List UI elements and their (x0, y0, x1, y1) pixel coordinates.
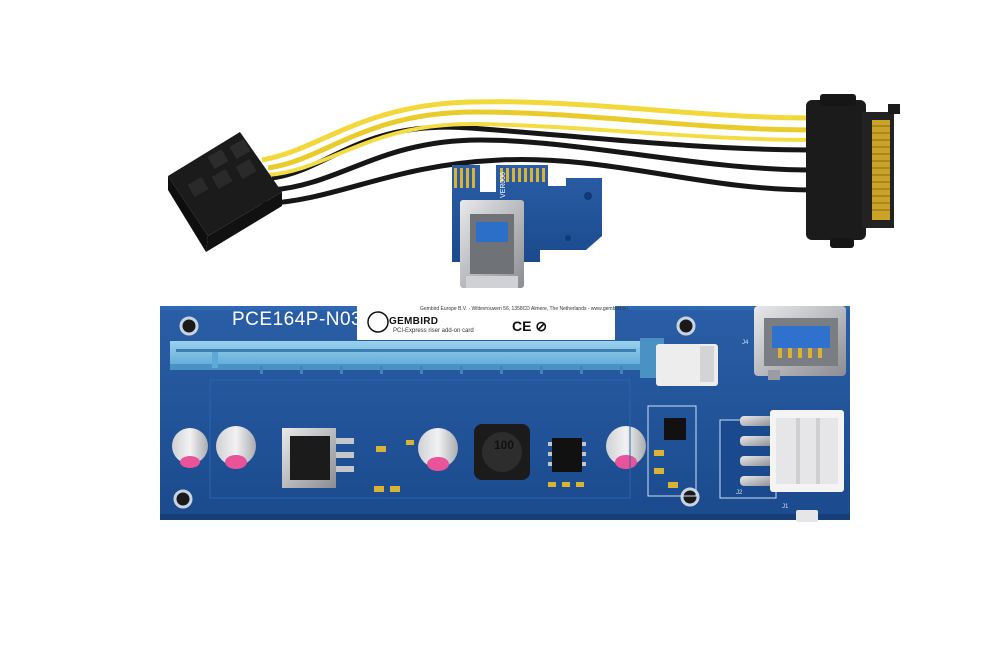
registered-mark: ® (362, 309, 370, 320)
pcie-power-connector (168, 132, 282, 252)
silkscreen-molex: J2 (736, 490, 743, 496)
model-label: PCE164P-N03® (232, 309, 369, 331)
sata-power-connector (806, 94, 900, 248)
inductor-marking: 100 (494, 438, 515, 452)
silkscreen-usb: J4 (742, 340, 749, 346)
mini-board-code: VER006 (500, 171, 507, 198)
riser-board (160, 304, 850, 522)
brand-logo: GEMBIRD (389, 316, 439, 327)
model-label-text: PCE164P-N03 (232, 309, 363, 330)
sticker-address: Gembird Europe B.V. - Wittevrouwen 56, 1… (420, 306, 628, 312)
power-cable (261, 99, 813, 207)
silkscreen-header: J1 (782, 504, 789, 510)
sticker-description: PCI-Express riser add-on card (393, 328, 474, 334)
pcie-x1-adapter (452, 165, 602, 288)
capacitors (172, 426, 646, 471)
certification-marks: CE ⊘ (512, 318, 548, 334)
